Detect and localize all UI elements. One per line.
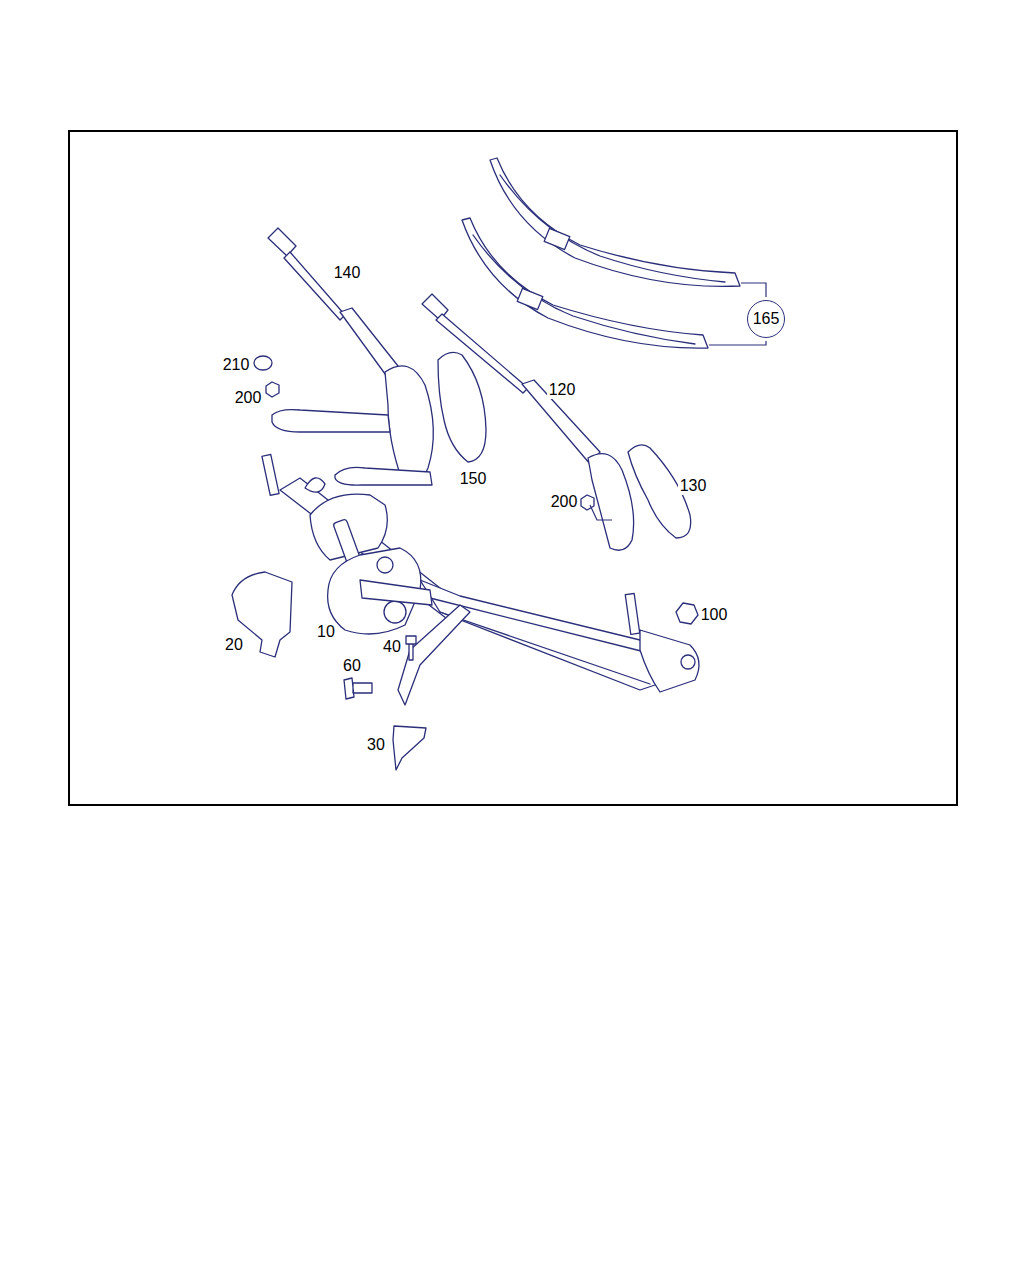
wiper-linkage	[262, 454, 699, 705]
callout-number: 150	[458, 470, 489, 488]
nut	[581, 495, 594, 510]
arm-cover	[438, 352, 486, 462]
callout-number: 200	[549, 493, 580, 511]
leader-line	[590, 283, 766, 520]
nut	[676, 603, 698, 624]
callout-number: 200	[233, 389, 264, 407]
callout-number: 30	[365, 736, 387, 754]
callout-number: 10	[315, 623, 337, 641]
callout-number: 130	[678, 477, 709, 495]
callout-number: 165	[753, 311, 780, 327]
wiper-motor	[310, 494, 432, 634]
callout-number: 60	[341, 657, 363, 675]
callout-number: 210	[221, 356, 252, 374]
bracket	[393, 726, 426, 770]
cap	[254, 356, 272, 370]
callout-number: 40	[381, 638, 403, 656]
wiper-arm	[422, 294, 634, 550]
group-circle: 165	[747, 300, 786, 339]
callout-number: 140	[332, 264, 363, 282]
bolt	[406, 636, 416, 660]
wiper-blade	[462, 158, 740, 348]
bolt	[344, 678, 372, 699]
callout-number: 20	[223, 636, 245, 654]
wiper-arm	[268, 228, 433, 485]
callout-number: 100	[699, 606, 730, 624]
nut	[266, 382, 279, 397]
callout-number: 120	[547, 381, 578, 399]
frame	[69, 131, 957, 805]
